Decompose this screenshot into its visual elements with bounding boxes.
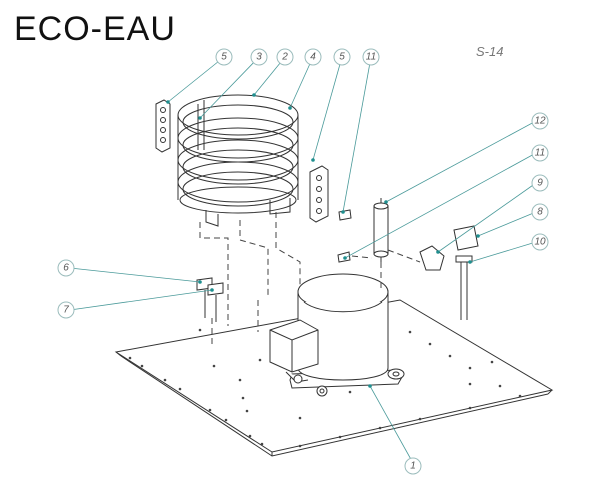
compressor (269, 273, 405, 397)
bracket-left (155, 99, 171, 153)
callout-10: 10 (531, 233, 549, 251)
callout-5a-label: 5 (221, 52, 227, 63)
callout-4: 4 (304, 48, 322, 66)
callout-11a-label: 11 (366, 52, 376, 63)
callout-11a: 11 (362, 48, 380, 66)
callout-8-label: 8 (537, 207, 543, 218)
callout-10-label: 10 (534, 237, 546, 248)
leader-lines (69, 56, 537, 464)
solenoid-assembly (419, 225, 479, 320)
callout-7: 7 (57, 301, 75, 319)
sheet-reference: S-14 (476, 44, 504, 59)
callout-2: 2 (276, 48, 294, 66)
callout-3-label: 3 (256, 52, 262, 63)
connection-dashes (199, 212, 421, 348)
callout-1: 1 (404, 457, 422, 475)
callout-11b-label: 11 (535, 148, 545, 159)
coil-condenser (177, 94, 299, 227)
callout-4-label: 4 (310, 52, 316, 63)
callout-6: 6 (57, 259, 75, 277)
callout-12-label: 12 (534, 116, 546, 127)
callout-11b: 11 (531, 144, 549, 162)
base-plate-holes (128, 328, 522, 448)
bracket-right (309, 165, 329, 223)
callout-5b-label: 5 (339, 52, 345, 63)
callout-7-label: 7 (63, 305, 69, 316)
leader-arrowheads (166, 93, 480, 388)
callout-3: 3 (250, 48, 268, 66)
diagram-title: ECO-EAU (14, 10, 176, 48)
filter-drier (373, 198, 389, 262)
callout-9-label: 9 (537, 178, 543, 189)
callout-5b: 5 (333, 48, 351, 66)
callout-9: 9 (531, 174, 549, 192)
callout-8: 8 (531, 203, 549, 221)
callout-6-label: 6 (63, 263, 69, 274)
callout-12: 12 (531, 112, 549, 130)
callout-5a: 5 (215, 48, 233, 66)
callout-2-label: 2 (281, 52, 288, 63)
callout-1-label: 1 (410, 461, 416, 472)
service-fittings (196, 209, 352, 322)
